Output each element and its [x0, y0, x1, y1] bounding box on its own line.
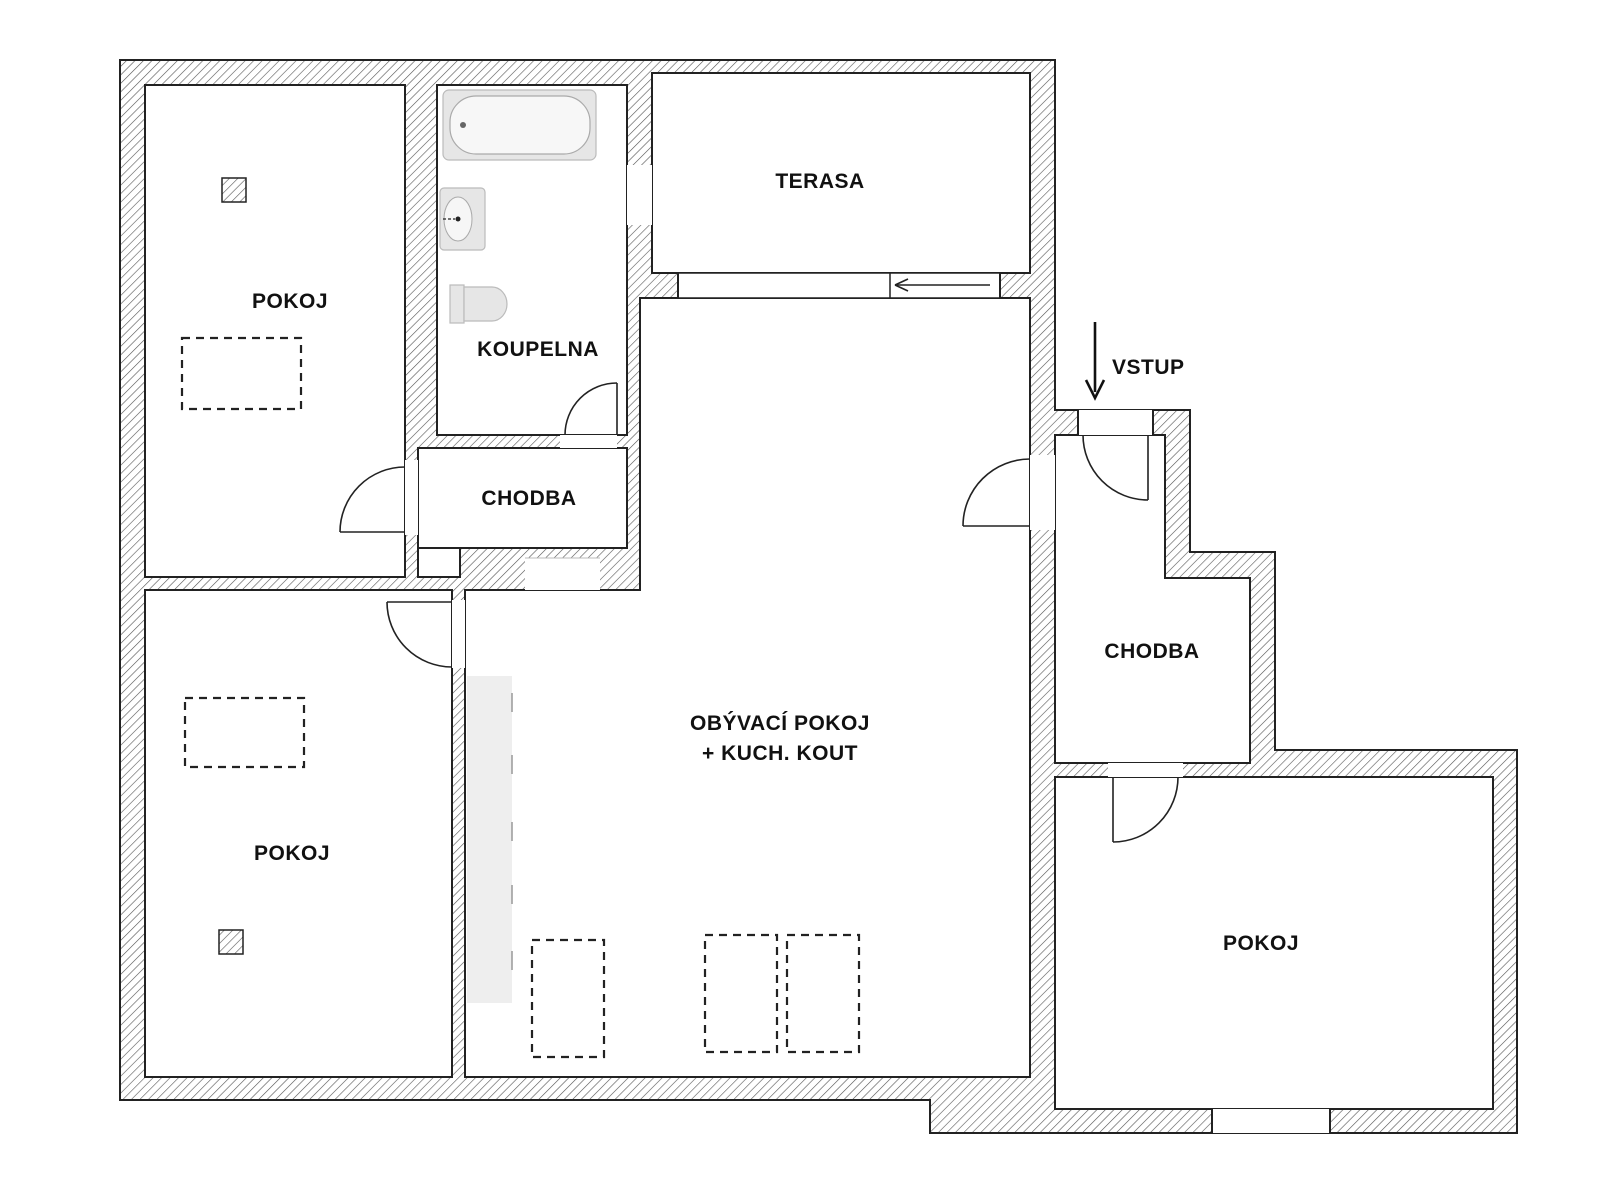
label-terasa: TERASA: [775, 170, 864, 193]
label-pokoj-top-left: POKOJ: [252, 290, 328, 313]
room-chodba-center: [417, 447, 628, 549]
opening-bath-to-terrace: [627, 165, 652, 225]
column-bottom-left: [218, 929, 244, 955]
opening-hall-to-room-left: [405, 460, 418, 535]
room-pokoj-top-left: [144, 84, 406, 578]
table-living-1: [530, 938, 606, 1059]
label-chodba-center: CHODBA: [481, 487, 576, 510]
door-pokoj-top-left: [339, 466, 406, 533]
opening-kitchen-niche: [525, 558, 600, 590]
bed-top-left: [180, 336, 303, 411]
opening-bath-to-hall: [560, 435, 617, 448]
label-obyvaci-line1: OBÝVACÍ POKOJ: [690, 711, 870, 735]
room-obyvaci-pokoj: [464, 297, 1031, 1078]
door-koupelna: [564, 382, 618, 436]
room-chodba-center-nook: [417, 547, 461, 578]
opening-hall-to-room: [1108, 763, 1183, 777]
room-terasa: [651, 72, 1031, 274]
door-pokoj-bottom-left: [386, 601, 453, 668]
sink-icon: [439, 187, 486, 251]
label-pokoj-bottom-left: POKOJ: [254, 842, 330, 865]
kitchen-counter: [467, 676, 512, 1003]
label-obyvaci-line2: + KUCH. KOUT: [702, 742, 858, 765]
table-living-3: [785, 933, 861, 1054]
label-koupelna: KOUPELNA: [477, 338, 599, 361]
door-pokoj-right: [1112, 776, 1179, 843]
opening-bottom-room: [452, 600, 465, 668]
label-chodba-right: CHODBA: [1104, 640, 1199, 663]
bed-bottom-left: [183, 696, 306, 769]
opening-living-to-hall: [1030, 455, 1055, 530]
entrance-opening: [1078, 410, 1153, 435]
room-pokoj-bottom-left: [144, 589, 453, 1078]
entrance-arrow-icon: [1084, 322, 1106, 401]
window-bottom-right: [1212, 1109, 1330, 1133]
label-pokoj-right: POKOJ: [1223, 932, 1299, 955]
toilet-icon: [449, 284, 508, 324]
column-top-left: [221, 177, 247, 203]
door-entrance: [1082, 434, 1149, 501]
bathtub-icon: [442, 89, 597, 161]
door-obyvaci: [962, 458, 1031, 527]
sliding-door-arrow-icon: [894, 278, 990, 292]
table-living-2: [703, 933, 779, 1054]
room-chodba-right: [1054, 434, 1251, 764]
label-vstup: VSTUP: [1112, 356, 1185, 379]
